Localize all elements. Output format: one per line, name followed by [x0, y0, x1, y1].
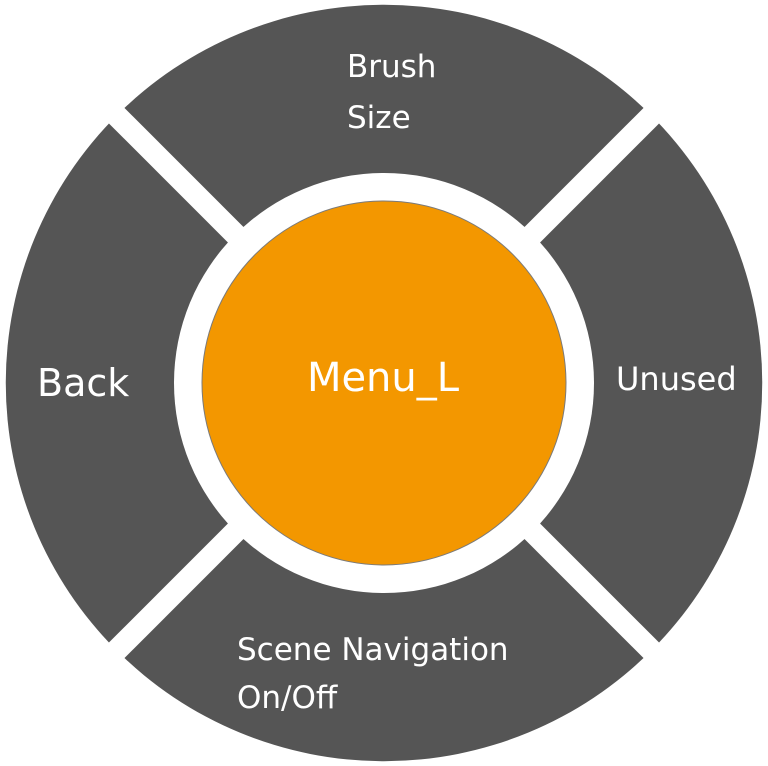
segment-top-label-line-2: Size: [347, 100, 411, 136]
segment-left-label: Back: [37, 361, 130, 405]
segment-right-label: Unused: [616, 360, 737, 398]
center-label: Menu_L: [306, 355, 460, 401]
segment-top-label: Brush Size: [347, 42, 436, 144]
segment-top-label-line-1: Brush: [347, 49, 437, 85]
segment-bottom-label-line-1: Scene Navigation: [237, 632, 509, 668]
center-button-menu-l[interactable]: [201, 200, 567, 566]
segment-bottom-label: Scene Navigation On/Off: [237, 626, 509, 722]
segment-bottom-label-line-2: On/Off: [237, 680, 338, 716]
